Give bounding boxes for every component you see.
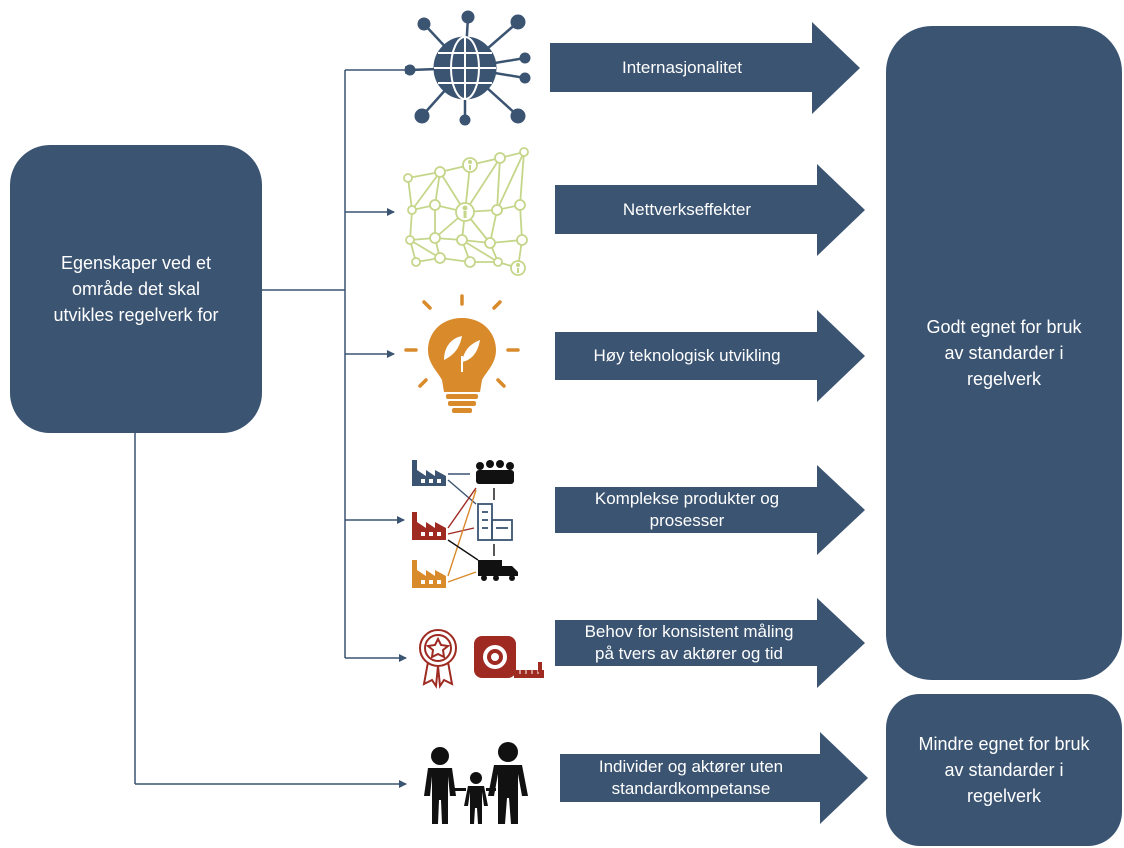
award-measuring-tape-icon — [419, 629, 544, 689]
arrow-individer — [560, 732, 868, 824]
lightbulb-leaf-icon — [404, 294, 520, 413]
arrow-teknologisk — [555, 310, 865, 402]
arrow-komplekse — [555, 465, 865, 555]
arrow-nettverkseffekter — [555, 164, 865, 256]
factory-supply-chain-icon — [412, 460, 518, 588]
source-box-line: område det skal — [71, 279, 201, 299]
connector-lines — [134, 66, 413, 788]
arrow-label-komplekse: Komplekse produkter og prosesser — [557, 487, 817, 533]
arrow-label-line: Individer og aktører uten — [598, 757, 784, 776]
arrow-label-maling: Behov for konsistent måling på tvers av … — [557, 620, 821, 666]
target-good-line: Godt egnet for bruk — [926, 317, 1082, 337]
block-arrows — [550, 22, 868, 824]
globe-network-icon — [404, 10, 531, 126]
people-network-icon — [403, 147, 529, 276]
family-icon — [424, 742, 528, 824]
target-less-line: Mindre egnet for bruk — [918, 734, 1090, 754]
arrow-label-line: prosesser — [649, 511, 725, 530]
source-box-line: utvikles regelverk for — [53, 305, 219, 325]
arrow-label-line: Komplekse produkter og — [594, 489, 780, 508]
arrow-maling — [555, 598, 865, 688]
arrow-label-line: Behov for konsistent måling — [584, 622, 794, 641]
arrow-label-line: Høy teknologisk utvikling — [593, 346, 781, 365]
target-good-line: av standarder i — [944, 343, 1064, 363]
arrow-internasjonalitet — [550, 22, 860, 114]
arrow-label-line: Internasjonalitet — [621, 57, 743, 77]
source-box-line: Egenskaper ved et — [60, 253, 212, 273]
target-less-box: Mindre egnet for bruk av standarder i re… — [886, 694, 1122, 846]
target-good-line: regelverk — [966, 369, 1042, 389]
arrow-label-individer: Individer og aktører uten standardkompet… — [562, 754, 820, 802]
target-good-box: Godt egnet for bruk av standarder i rege… — [886, 26, 1122, 680]
arrow-label-teknologisk: Høy teknologisk utvikling — [557, 332, 817, 380]
target-less-line: av standarder i — [944, 760, 1064, 780]
target-less-line: regelverk — [966, 786, 1042, 806]
source-box: Egenskaper ved et område det skal utvikl… — [10, 145, 262, 433]
arrow-label-line: på tvers av aktører og tid — [594, 644, 784, 663]
arrow-label-nettverkseffekter: Nettverkseffekter — [557, 185, 817, 234]
arrow-label-internasjonalitet: Internasjonalitet — [552, 43, 812, 92]
arrow-label-line: Nettverkseffekter — [622, 199, 752, 219]
arrow-label-line: standardkompetanse — [611, 779, 771, 798]
